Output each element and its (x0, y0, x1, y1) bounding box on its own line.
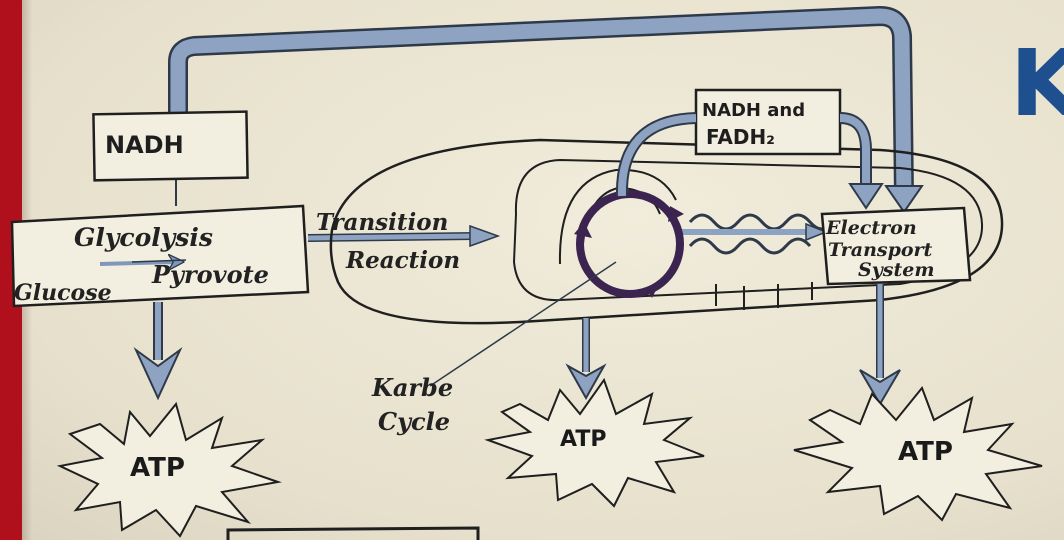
atp-label-1: ATP (130, 453, 185, 483)
ets-label-2: Transport (828, 239, 933, 261)
nadh-fadh2-label-2: FADH₂ (706, 125, 775, 149)
atp-burst-3: ATP (794, 388, 1042, 520)
krebs-label-1: Karbe (371, 373, 453, 402)
krebs-label-2: Cycle (378, 407, 450, 436)
nadh-box: NADH (93, 112, 247, 181)
atp-label-3: ATP (898, 437, 953, 467)
atp-burst-1: ATP (60, 404, 278, 536)
nadh-label: NADH (105, 131, 184, 159)
glycolysis-atp-arrow (136, 302, 180, 398)
glycolysis-title: Glycolysis (74, 223, 213, 252)
ets-box: Electron Transport System (822, 208, 970, 284)
atp-label-2: ATP (560, 427, 606, 452)
pyruvate-label: Pyrovote (151, 260, 269, 289)
atp-burst-2: ATP (488, 380, 704, 506)
ets-label-1: Electron (825, 217, 917, 239)
glycolysis-box: Glycolysis Glucose Pyrovote (12, 206, 308, 306)
transition-label-1: Transition (316, 209, 448, 236)
nadh-fadh2-label-1: NADH and (702, 100, 805, 121)
glucose-label: Glucose (14, 280, 112, 306)
krebs-cycle-circle (574, 194, 684, 298)
nadh-fadh2-box: NADH and FADH₂ (696, 90, 840, 154)
transition-label-2: Reaction (345, 247, 460, 274)
partial-box-bottom (228, 528, 478, 540)
ets-label-3: System (858, 259, 934, 281)
